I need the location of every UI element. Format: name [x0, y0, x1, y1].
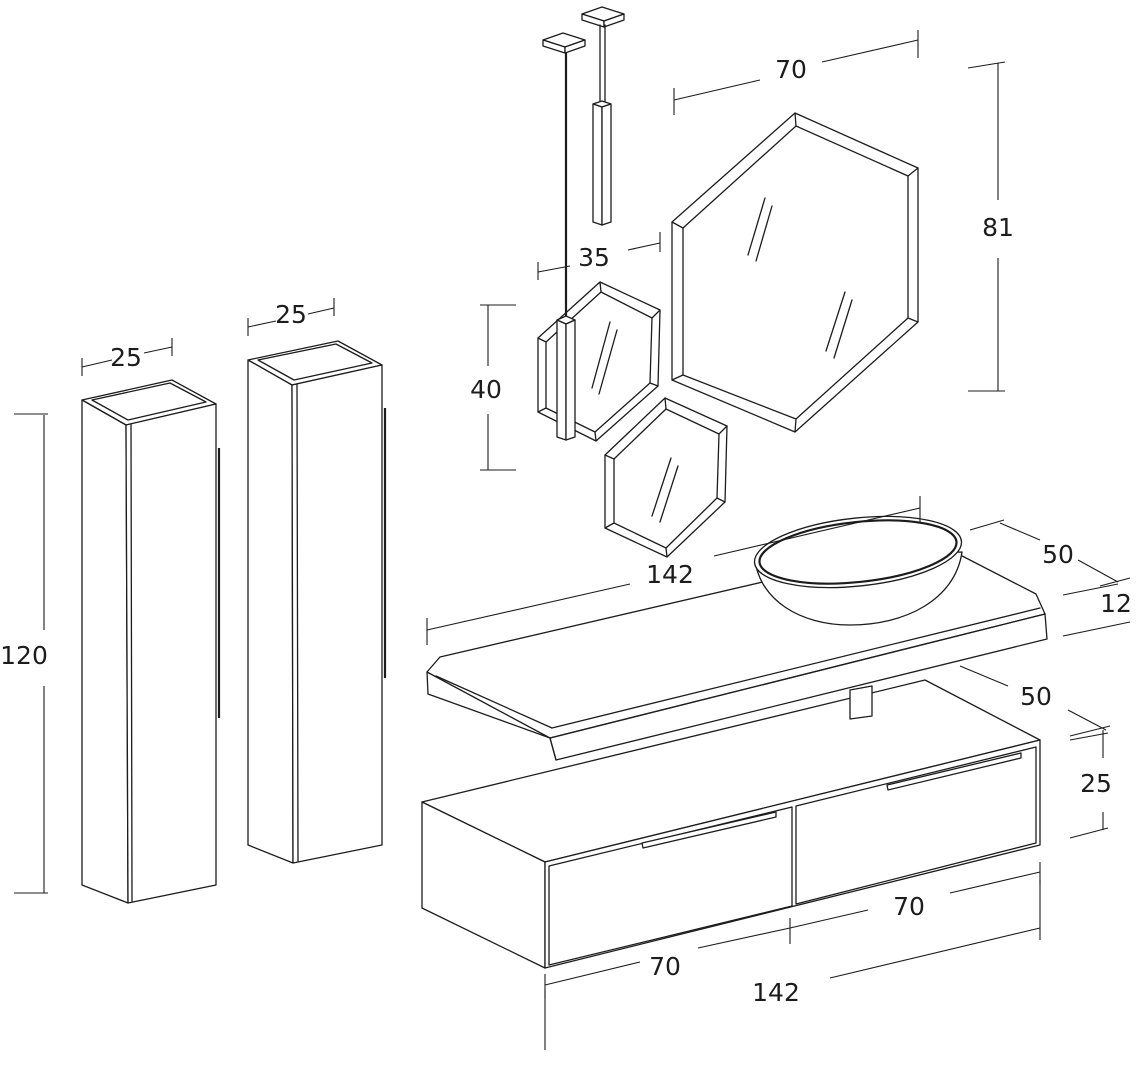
dimension-lines: [14, 30, 1131, 1050]
label-tall-cabinet-height: 120: [0, 641, 48, 670]
countertop-support: [849, 685, 873, 720]
label-base-height: 25: [1080, 769, 1112, 798]
tall-cabinet-left: [81, 379, 221, 904]
label-tall-cabinet-right-width: 25: [275, 300, 307, 329]
tall-cabinet-right: [247, 340, 387, 864]
label-drawer-right-width: 70: [893, 892, 925, 921]
small-mirror-lower: [604, 397, 728, 558]
dimension-labels: 25 25 120 35 40 70 81 142 50 12 50 25 70…: [0, 55, 1132, 1007]
label-base-width: 142: [752, 978, 800, 1007]
label-large-mirror-height: 81: [982, 213, 1014, 242]
label-countertop-thickness: 12: [1100, 589, 1132, 618]
small-mirror-upper: [537, 281, 661, 442]
pendant-lamp-front: [542, 32, 586, 441]
large-mirror: [671, 112, 919, 433]
label-small-mirror-width: 35: [578, 243, 610, 272]
label-base-depth: 50: [1020, 682, 1052, 711]
label-countertop-width: 142: [646, 560, 694, 589]
label-small-mirror-height: 40: [470, 375, 502, 404]
label-tall-cabinet-left-width: 25: [110, 343, 142, 372]
label-countertop-depth: 50: [1042, 540, 1074, 569]
pendant-lamp-back: [581, 6, 625, 226]
label-drawer-left-width: 70: [649, 952, 681, 981]
base-vanity-unit: [421, 679, 1041, 969]
label-large-mirror-width: 70: [775, 55, 807, 84]
